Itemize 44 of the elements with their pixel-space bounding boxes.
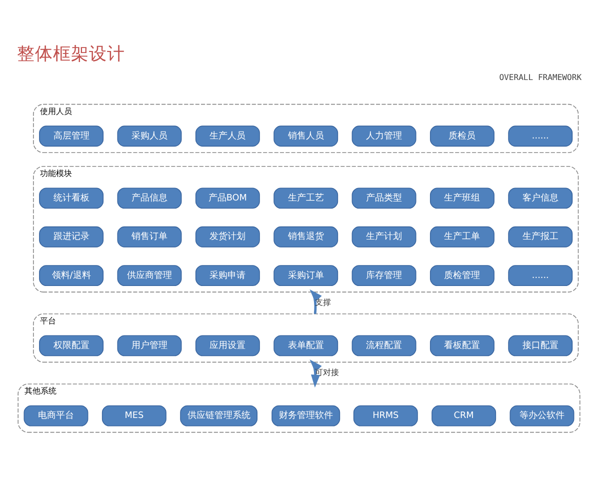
node-box: ...... [508,264,573,286]
node-box: 质检员 [430,125,494,146]
node-box: 跟进记录 [39,226,104,247]
node-box: 看板配置 [430,334,494,356]
diagram-title: 整体框架设计 [16,44,125,64]
node-box: 采购人员 [117,125,182,146]
node-box: 客户信息 [508,187,573,208]
node-box: 库存管理 [352,264,416,286]
node-box: 领料/退料 [39,264,104,286]
node-box: 生产计划 [352,226,416,247]
node-box: 质检管理 [430,264,494,286]
node-box: ...... [508,125,573,146]
node-box: 生产班组 [430,187,494,208]
node-box: 发货计划 [195,226,260,247]
node-box: 生产工艺 [274,187,338,208]
node-box: 接口配置 [508,334,573,356]
node-box: 采购申请 [195,264,260,286]
node-box: 统计看板 [39,187,104,208]
node-box: 产品BOM [195,187,260,208]
node-box: MES [102,404,166,426]
label: OVERALL FRAMEWORK [499,72,582,82]
node-box: 权限配置 [39,334,104,356]
node-box: 供应商管理 [117,264,182,286]
node-box: 高层管理 [39,125,104,146]
node-box: HRMS [353,404,418,426]
node-box: 销售人员 [274,125,338,146]
node-box: 生产人员 [195,125,260,146]
node-box: 等办公软件 [510,404,574,426]
node-box: 电商平台 [24,404,88,426]
node-box: 应用设置 [195,334,260,356]
node-box: 财务管理软件 [272,404,340,426]
node-box: 表单配置 [274,334,338,356]
node-box: CRM [432,404,496,426]
node-box: 销售订单 [117,226,182,247]
node-box: 用户管理 [117,334,182,356]
node-box: 销售退货 [274,226,338,247]
node-box: 人力管理 [352,125,416,146]
node-box: 供应链管理系统 [180,404,258,426]
node-box: 生产工单 [430,226,494,247]
node-box: 采购订单 [274,264,338,286]
node-box: 产品类型 [352,187,416,208]
node-box: 流程配置 [352,334,416,356]
node-box: 产品信息 [117,187,182,208]
node-box: 生产报工 [508,226,573,247]
